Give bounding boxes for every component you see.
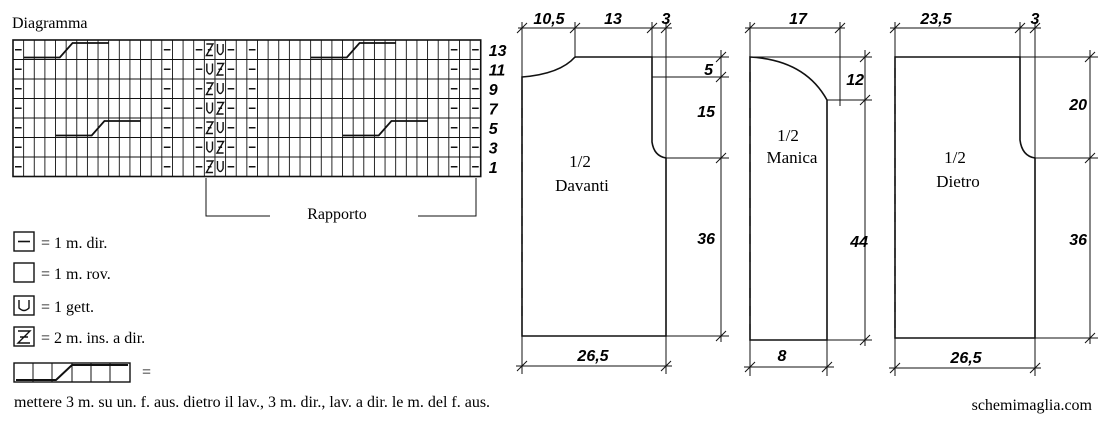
back-dim-armhole-height: 20 — [1068, 97, 1087, 114]
legend-decrease-text: = 2 m. ins. a dir. — [41, 330, 145, 347]
site-watermark: schemimaglia.com — [972, 397, 1093, 414]
back-label-name: Dietro — [936, 172, 979, 191]
yarn-over-mark — [206, 102, 214, 114]
back-bottom-dimension: 26,5 — [889, 338, 1041, 376]
stitch-chart-grid — [12, 39, 482, 178]
legend-decrease: = 2 m. ins. a dir. — [13, 326, 145, 347]
row-numbers: 13 11 9 7 5 3 1 — [489, 43, 507, 177]
back-dim-width: 26,5 — [949, 350, 982, 367]
sleeve-bottom-dimension: 8 — [744, 340, 834, 376]
legend-cable-text: = — [142, 364, 151, 381]
back-outline — [894, 56, 1036, 339]
front-dim-armhole: 3 — [662, 11, 671, 28]
decrease-mark — [205, 121, 215, 135]
sleeve-dim-length: 44 — [849, 234, 868, 251]
front-dim-width: 26,5 — [576, 348, 609, 365]
cable-description: mettere 3 m. su un. f. aus. dietro il la… — [14, 394, 490, 411]
legend-knit: = 1 m. dir. — [13, 231, 107, 252]
back-dim-shoulder: 23,5 — [919, 11, 952, 28]
decrease-mark — [215, 101, 225, 115]
decrease-mark — [205, 160, 215, 174]
legend-purl: = 1 m. rov. — [13, 262, 111, 283]
yarn-over-mark — [206, 63, 214, 75]
front-dim-shoulder: 13 — [604, 11, 622, 28]
back-top-dimension: 23,5 3 — [889, 11, 1041, 158]
legend-knit-text: = 1 m. dir. — [41, 235, 107, 252]
back-piece: 1/2 Dietro 23,5 3 20 36 — [889, 11, 1098, 376]
front-dim-armhole-height: 15 — [697, 104, 716, 121]
row-number: 1 — [489, 160, 498, 177]
front-piece: 1/2 Davanti 10,5 13 3 — [516, 11, 729, 374]
row-number: 9 — [489, 82, 498, 99]
cable-mark — [342, 120, 428, 137]
back-right-dimension: 20 36 — [1020, 50, 1098, 344]
k2tog-symbol-icon — [13, 326, 35, 347]
row-number: 3 — [489, 140, 498, 157]
back-dim-side-height: 36 — [1069, 232, 1087, 249]
sleeve-dim-cuff: 8 — [778, 348, 787, 365]
decrease-mark — [205, 43, 215, 57]
front-dim-side-height: 36 — [697, 231, 715, 248]
front-label-fraction: 1/2 — [569, 152, 591, 171]
legend-purl-text: = 1 m. rov. — [41, 266, 111, 283]
repeat-label: Rapporto — [307, 206, 367, 223]
cable-mark — [310, 42, 396, 59]
sleeve-dim-cap: 12 — [846, 72, 864, 89]
cable-mark — [23, 42, 109, 59]
legend-yarn-over-text: = 1 gett. — [41, 299, 94, 316]
sleeve-outline — [749, 56, 828, 341]
sleeve-right-dimension: 12 44 — [750, 50, 872, 346]
repeat-bracket: Rapporto — [205, 178, 477, 223]
sleeve-label-fraction: 1/2 — [777, 126, 799, 145]
sleeve-piece: 1/2 Manica 17 12 44 8 — [744, 11, 872, 376]
front-right-dimension: 5 15 36 — [575, 50, 729, 342]
row-number: 7 — [489, 101, 499, 118]
back-label-fraction: 1/2 — [944, 148, 966, 167]
front-dim-neck-depth: 5 — [704, 62, 714, 79]
yarn-over-mark — [216, 122, 224, 134]
purl-symbol-icon — [13, 262, 35, 283]
front-bottom-dimension: 26,5 — [516, 336, 672, 374]
front-label-name: Davanti — [555, 176, 609, 195]
front-outline — [521, 56, 667, 337]
decrease-mark — [205, 82, 215, 96]
sleeve-label-name: Manica — [767, 148, 818, 167]
knit-symbol-icon — [13, 231, 35, 252]
legend: = 1 m. dir. = 1 m. rov. = 1 gett. = 2 m.… — [13, 231, 490, 411]
decrease-mark — [215, 62, 225, 76]
row-number: 5 — [489, 121, 499, 138]
decrease-mark — [215, 140, 225, 154]
front-dim-neck: 10,5 — [533, 11, 565, 28]
yarn-over-mark — [216, 83, 224, 95]
legend-cable: = — [13, 362, 151, 383]
legend-yarn-over: = 1 gett. — [13, 295, 94, 316]
yarn-over-mark — [216, 44, 224, 56]
sleeve-dim-top: 17 — [789, 11, 808, 28]
sleeve-top-dimension: 17 — [744, 11, 846, 106]
yarn-over-mark — [206, 141, 214, 153]
yarn-over-mark — [216, 161, 224, 173]
back-dim-armhole: 3 — [1031, 11, 1040, 28]
chart-title: Diagramma — [12, 15, 88, 32]
row-number: 11 — [489, 62, 506, 79]
yarn-over-symbol-icon — [13, 295, 35, 316]
cable-mark — [55, 120, 141, 137]
row-number: 13 — [489, 43, 507, 60]
front-top-dimension: 10,5 13 3 — [516, 11, 672, 158]
